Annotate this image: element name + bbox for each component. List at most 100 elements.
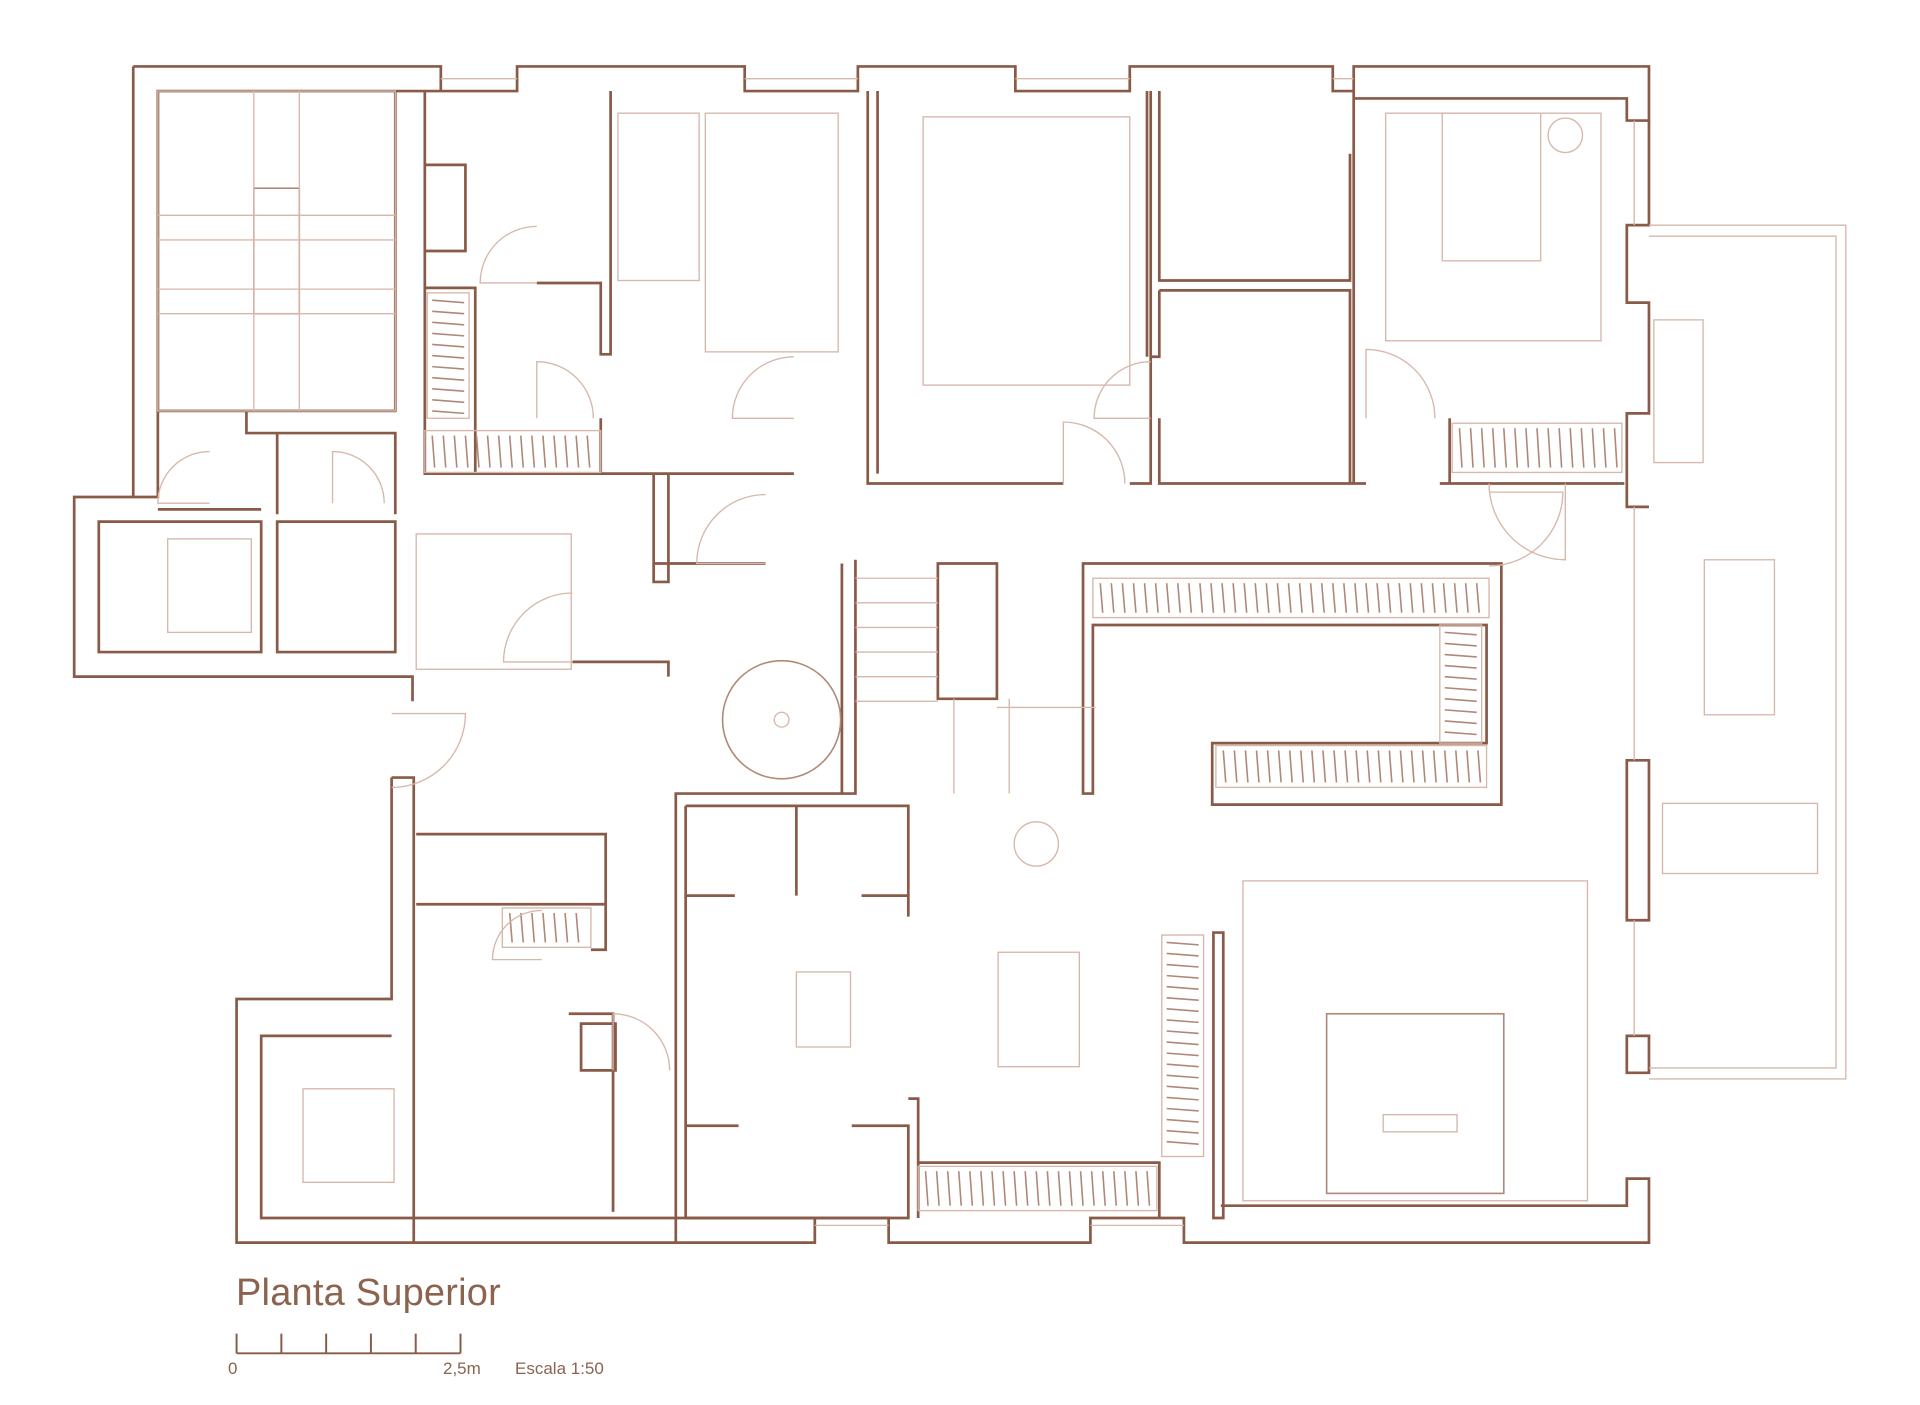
wardrobe-hanger bbox=[464, 435, 469, 468]
wardrobe-hanger bbox=[1222, 750, 1227, 783]
wardrobe-hanger bbox=[1035, 1171, 1040, 1206]
wardrobe-hanger bbox=[1265, 583, 1270, 613]
wardrobe-hanger bbox=[1210, 583, 1215, 613]
wardrobe-hanger bbox=[1514, 428, 1519, 468]
wardrobe-hanger bbox=[1166, 1129, 1199, 1134]
door-swing bbox=[696, 493, 766, 565]
door-swing bbox=[1488, 483, 1566, 561]
chair bbox=[1013, 821, 1060, 867]
terrace-table bbox=[1703, 559, 1776, 716]
door-swing bbox=[157, 450, 210, 504]
wardrobe bbox=[501, 907, 592, 949]
wardrobe-hanger bbox=[1420, 583, 1425, 613]
wardrobe-hanger bbox=[1099, 583, 1104, 613]
wardrobe bbox=[426, 292, 470, 419]
wardrobe-hanger bbox=[1298, 583, 1303, 613]
door-swing bbox=[1489, 491, 1564, 567]
wardrobe-hanger bbox=[432, 376, 465, 381]
utility-unit bbox=[302, 1088, 395, 1183]
wardrobe-hanger bbox=[1254, 583, 1259, 613]
wardrobe-hanger bbox=[432, 399, 465, 404]
wardrobe-hanger bbox=[553, 435, 558, 468]
wardrobe-hanger bbox=[1311, 750, 1316, 783]
wardrobe-hanger bbox=[957, 1171, 963, 1206]
stair-flight bbox=[157, 90, 396, 412]
wardrobe-hanger bbox=[497, 435, 502, 468]
wardrobe-hanger bbox=[1121, 583, 1126, 613]
wardrobe-hanger bbox=[1276, 583, 1281, 613]
wardrobe-hanger bbox=[1444, 653, 1477, 658]
side-table bbox=[1547, 117, 1584, 154]
wardrobe-hanger bbox=[1354, 583, 1359, 613]
wardrobe-hanger bbox=[969, 1171, 974, 1206]
wardrobe-hanger bbox=[1057, 1171, 1062, 1206]
wardrobe-hanger bbox=[1558, 428, 1563, 468]
wardrobe-hanger bbox=[1233, 750, 1238, 783]
wardrobe-hanger bbox=[1333, 750, 1338, 783]
wardrobe-hanger bbox=[531, 435, 536, 468]
wardrobe-hanger bbox=[1135, 1171, 1140, 1206]
wardrobe bbox=[917, 1165, 1158, 1212]
wardrobe-hanger bbox=[1243, 583, 1248, 613]
stair-core-wall bbox=[97, 91, 397, 654]
spiral-staircase bbox=[721, 659, 842, 780]
wardrobe-hanger bbox=[1444, 642, 1477, 647]
wardrobe-hanger bbox=[1166, 1074, 1199, 1079]
windows bbox=[440, 78, 1635, 1227]
wardrobe-hanger bbox=[542, 435, 547, 468]
wardrobe bbox=[1161, 934, 1205, 1158]
bedroom-1-walls bbox=[423, 91, 794, 476]
wardrobe-hanger bbox=[519, 912, 525, 943]
bathroom-walls bbox=[1150, 91, 1366, 485]
wardrobe bbox=[1439, 624, 1483, 744]
wardrobe-hanger bbox=[1466, 750, 1471, 783]
wardrobe-hanger bbox=[432, 310, 465, 315]
wardrobe-hanger bbox=[1166, 974, 1199, 979]
wardrobe-hanger bbox=[1410, 750, 1415, 783]
wardrobe-hanger bbox=[1166, 1019, 1199, 1024]
plan-title: Planta Superior bbox=[236, 1272, 501, 1314]
wardrobe-hanger bbox=[1266, 750, 1271, 783]
wardrobe-hanger bbox=[946, 1171, 951, 1206]
wardrobe-hanger bbox=[1277, 750, 1282, 783]
door-swing bbox=[536, 361, 595, 419]
door-swing bbox=[1365, 348, 1436, 419]
exterior-walls bbox=[72, 65, 1847, 1244]
door-swing bbox=[491, 909, 542, 961]
wardrobe-hanger bbox=[1166, 1096, 1199, 1101]
wardrobe-hanger bbox=[586, 435, 591, 468]
wardrobe-hanger bbox=[1146, 1171, 1151, 1206]
wardrobe-hanger bbox=[1388, 750, 1393, 783]
terrace-outline bbox=[1648, 224, 1847, 1080]
wardrobe-hanger bbox=[1165, 583, 1170, 613]
wardrobe-hanger bbox=[1502, 428, 1508, 468]
door-swing bbox=[612, 1013, 671, 1071]
wardrobe bbox=[1215, 744, 1488, 789]
wardrobe-hanger bbox=[1079, 1171, 1084, 1206]
scale-start-label: 0 bbox=[228, 1359, 238, 1378]
wardrobe-hanger bbox=[1166, 1118, 1199, 1123]
wardrobe-hanger bbox=[1569, 428, 1574, 468]
master-bedroom-walls bbox=[918, 931, 1225, 1220]
wardrobe-hanger bbox=[1455, 750, 1460, 783]
outer-wall-right bbox=[1625, 120, 1651, 1075]
wardrobe-hanger bbox=[980, 1171, 985, 1206]
stair-landing bbox=[253, 187, 301, 315]
wardrobe-hanger bbox=[1166, 1008, 1199, 1013]
master-pillows bbox=[1382, 1113, 1458, 1133]
door-swing bbox=[502, 592, 573, 663]
wardrobe-hanger bbox=[432, 299, 465, 304]
wardrobe-hanger bbox=[508, 912, 513, 943]
wardrobe-hanger bbox=[1176, 583, 1182, 613]
wardrobe-hanger bbox=[1464, 583, 1469, 613]
wardrobe-hanger bbox=[1444, 664, 1477, 669]
wardrobe-hanger bbox=[1366, 750, 1371, 783]
wardrobe-hanger bbox=[1547, 428, 1552, 468]
wardrobe-hanger bbox=[1166, 952, 1199, 957]
wardrobe-hanger bbox=[1331, 583, 1337, 613]
lower-bath-walls bbox=[684, 804, 920, 1220]
door-swing bbox=[731, 356, 794, 419]
wardrobe-hanger bbox=[1442, 583, 1447, 613]
wardrobe-hanger bbox=[1166, 1052, 1199, 1057]
scale-ratio-label: Escala 1:50 bbox=[515, 1359, 604, 1378]
